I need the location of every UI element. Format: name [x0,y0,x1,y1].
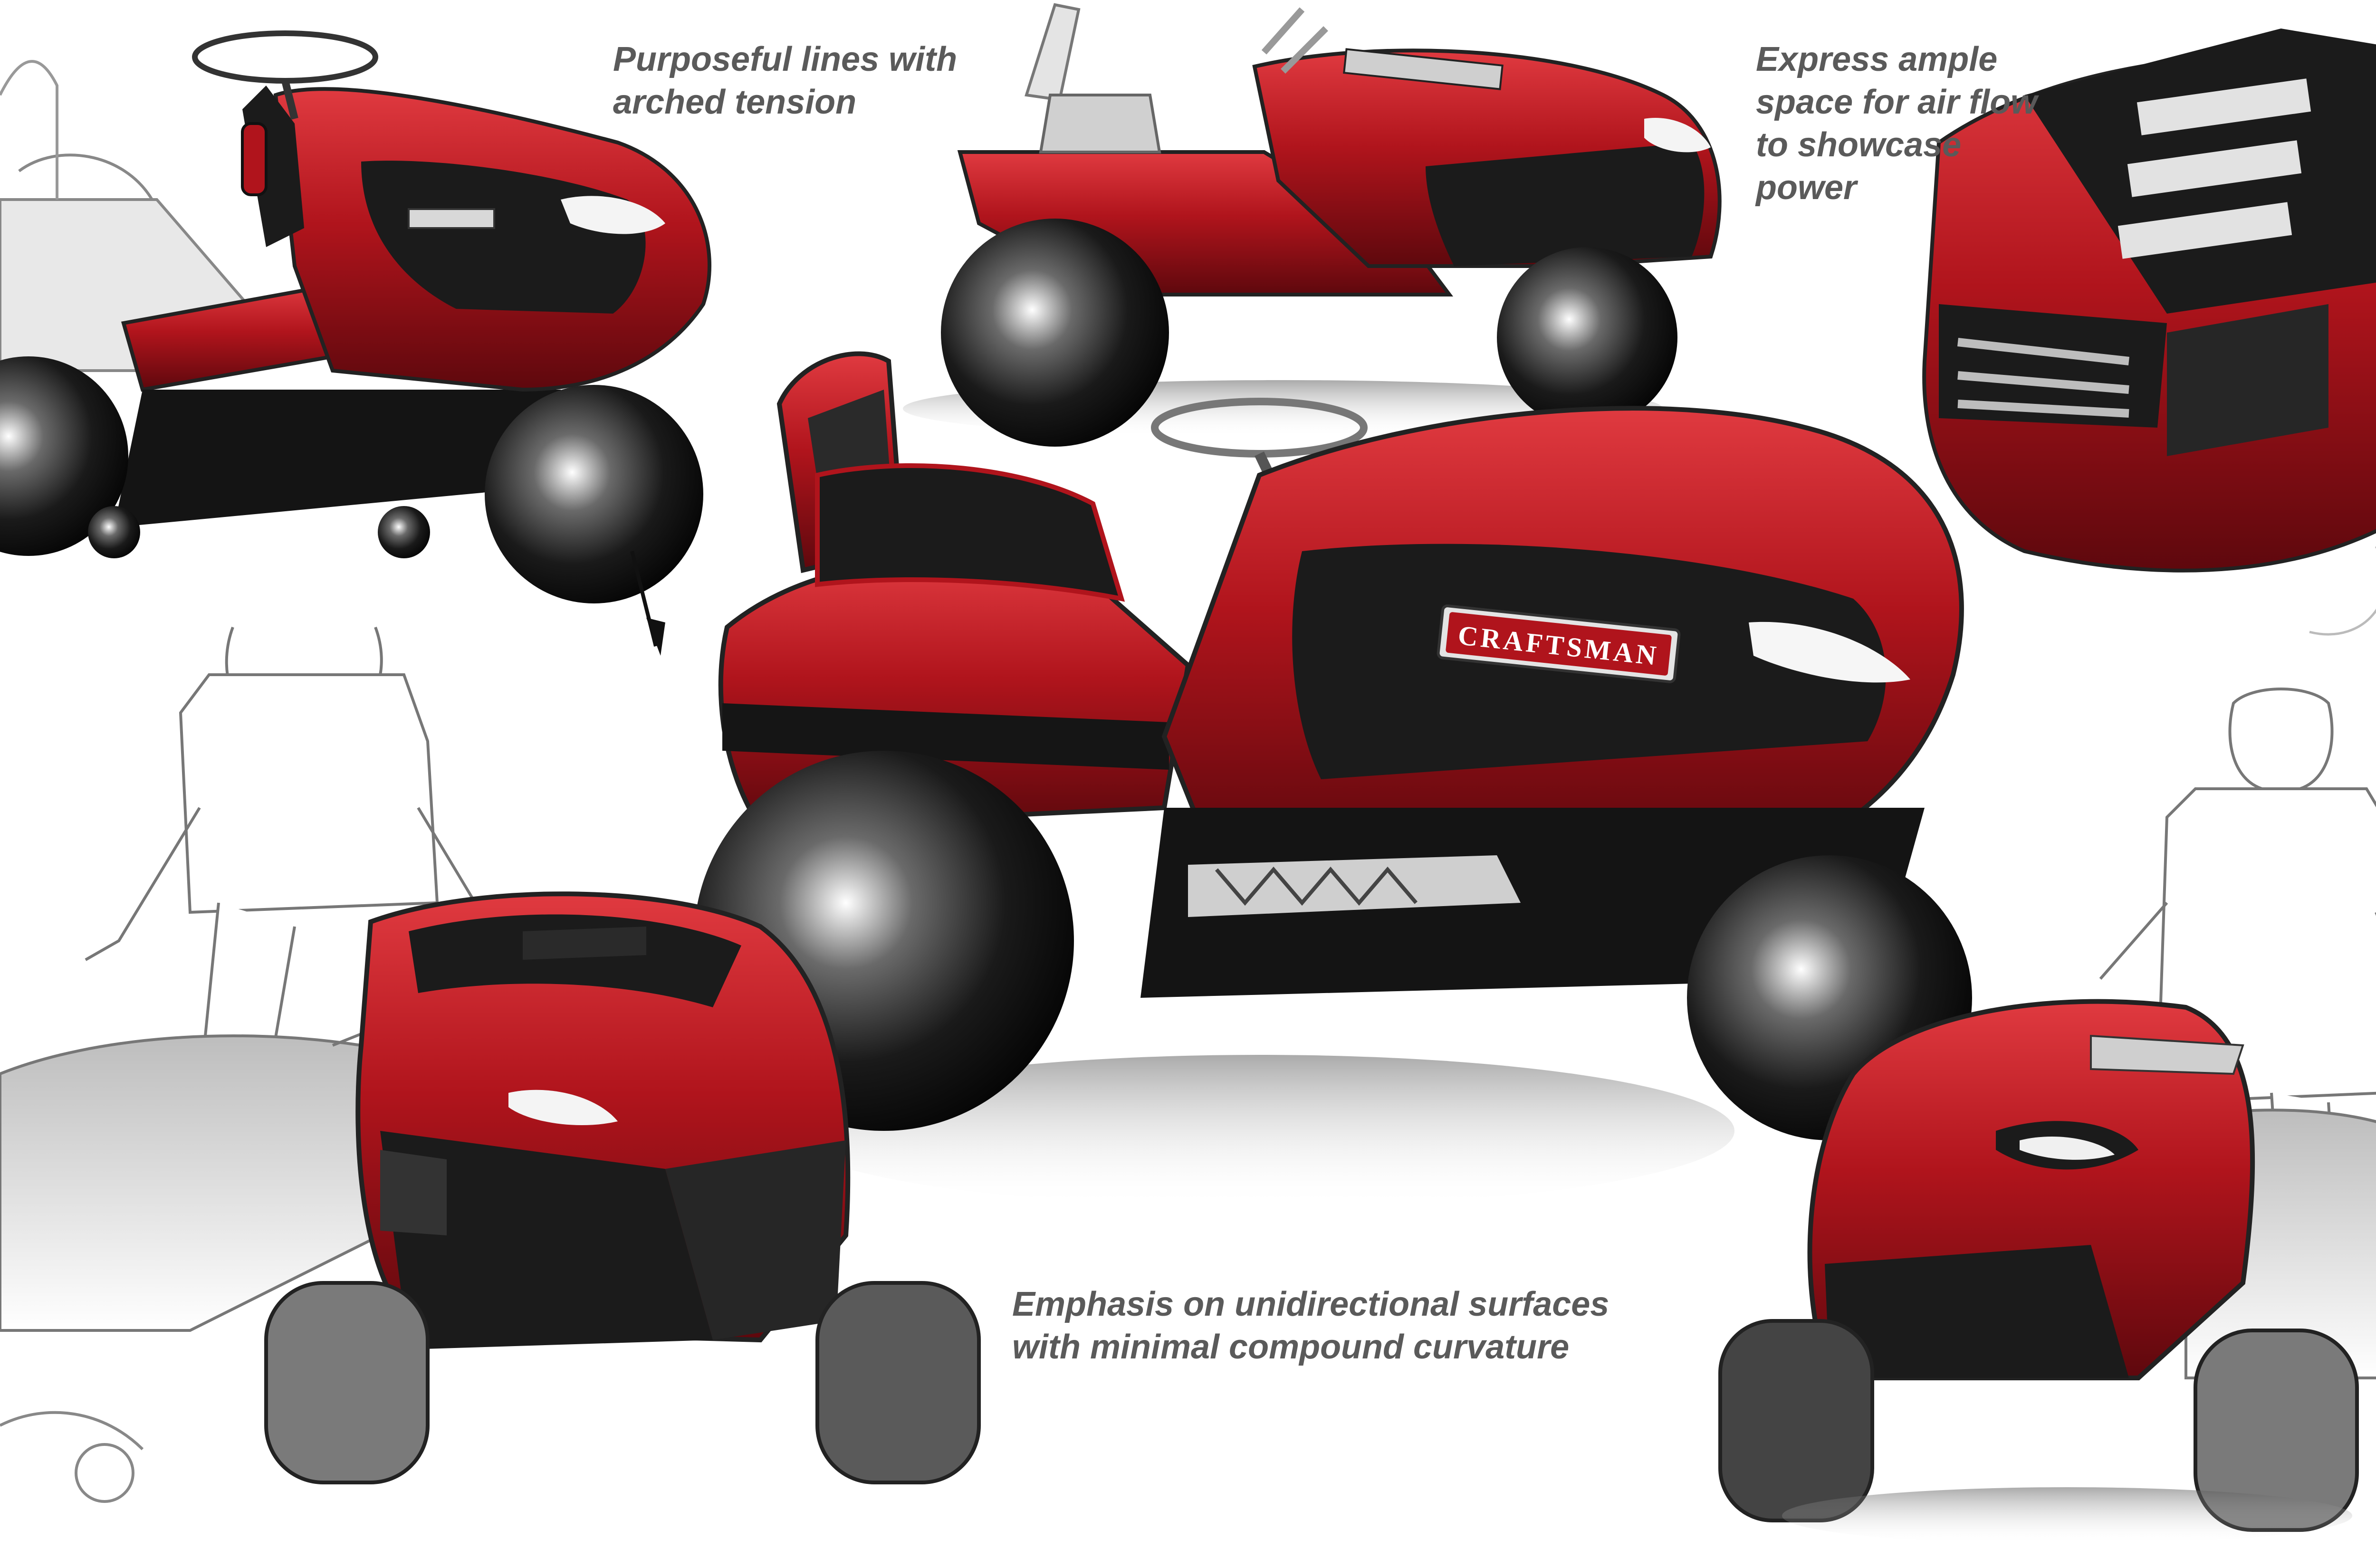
bottom-right-mower [1718,688,2376,1544]
main-mower: CRAFTSMAN [694,351,1972,1207]
top-right-hood [1922,29,2376,636]
annotation-bottom-center: Emphasis on unidirectional surfaces with… [1012,1285,1610,1366]
annotation-top-left: Purposeful lines with arched tension [613,40,958,121]
top-center-mower [903,3,1722,447]
annotation-top-right: Express ample space for air flow to show… [1756,40,2038,207]
bottom-left-mower [0,626,981,1503]
craftsman-badge: CRAFTSMAN [1437,604,1681,683]
top-left-mower [0,30,711,656]
